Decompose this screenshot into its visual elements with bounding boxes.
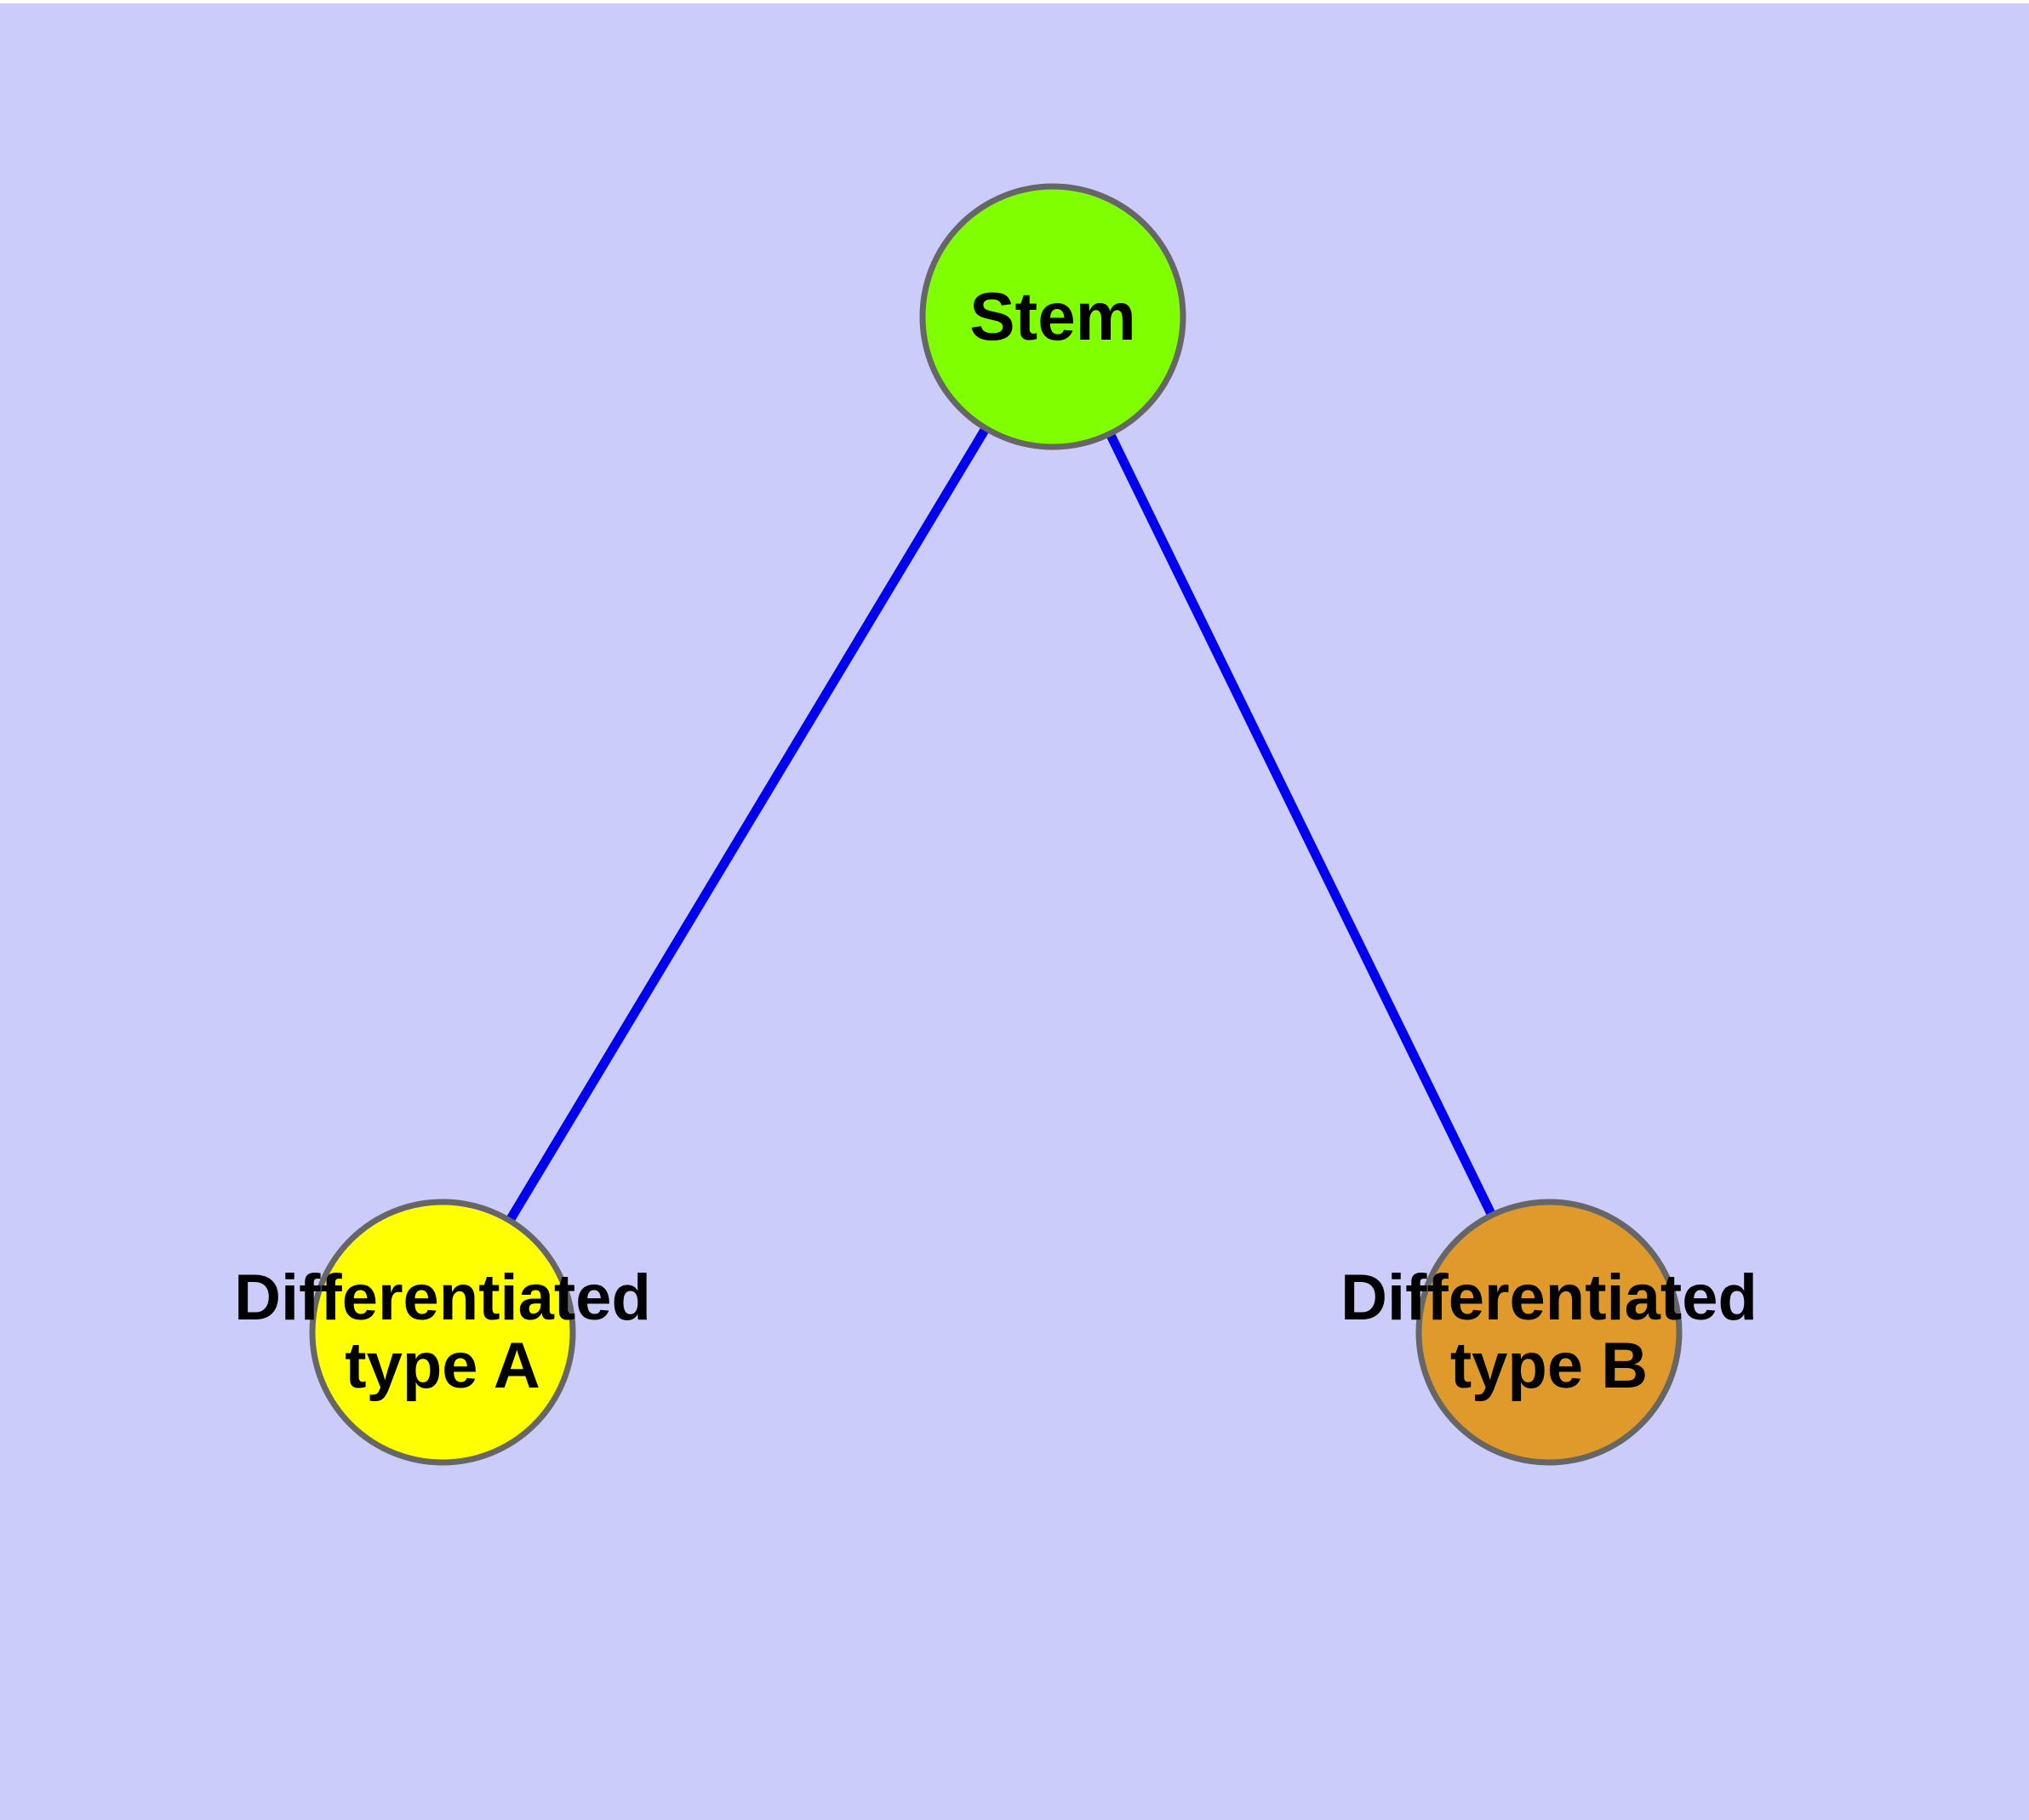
graph-edge[interactable] <box>504 422 992 1227</box>
graph-edge[interactable] <box>1104 428 1498 1221</box>
graph-node-diff_b[interactable] <box>1415 1199 1683 1466</box>
graph-node-stem[interactable] <box>919 183 1186 450</box>
graph-node-diff_a[interactable] <box>309 1199 576 1466</box>
edge-layer <box>504 422 1498 1227</box>
node-layer <box>309 183 1683 1466</box>
